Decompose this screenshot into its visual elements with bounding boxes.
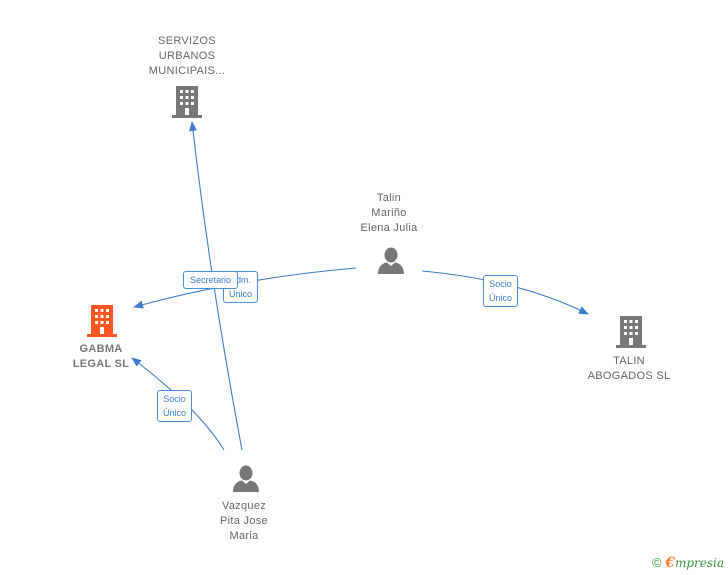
person-icon[interactable] (233, 465, 259, 493)
building-icon[interactable] (616, 316, 646, 348)
empresia-logo[interactable]: © €mpresia (652, 555, 724, 571)
edge-label-socio-unico-vazquez: Socio Único (157, 390, 193, 422)
building-icon[interactable] (172, 86, 202, 118)
node-label-gabma[interactable]: GABMA LEGAL SL (72, 343, 130, 370)
edge-label-socio-unico-talin: Socio Único (483, 275, 519, 307)
edge-label-secretario: Secretario (183, 271, 239, 289)
node-label-vazquez[interactable]: Vazquez Pita Jose Maria (220, 500, 268, 542)
edge-label-adm-unico: Adm. Unico (223, 271, 259, 303)
person-icon[interactable] (378, 247, 404, 275)
copyright-symbol: © (651, 555, 662, 570)
node-label-talin-person[interactable]: Talin Mariño Elena Julia (360, 192, 418, 234)
node-label-servizos[interactable]: SERVIZOS URBANOS MUNICIPAIS... (148, 35, 226, 77)
building-icon[interactable] (87, 305, 117, 337)
brand-name: €mpresia (665, 555, 724, 571)
node-label-talin-abogados[interactable]: TALIN ABOGADOS SL (587, 355, 671, 382)
